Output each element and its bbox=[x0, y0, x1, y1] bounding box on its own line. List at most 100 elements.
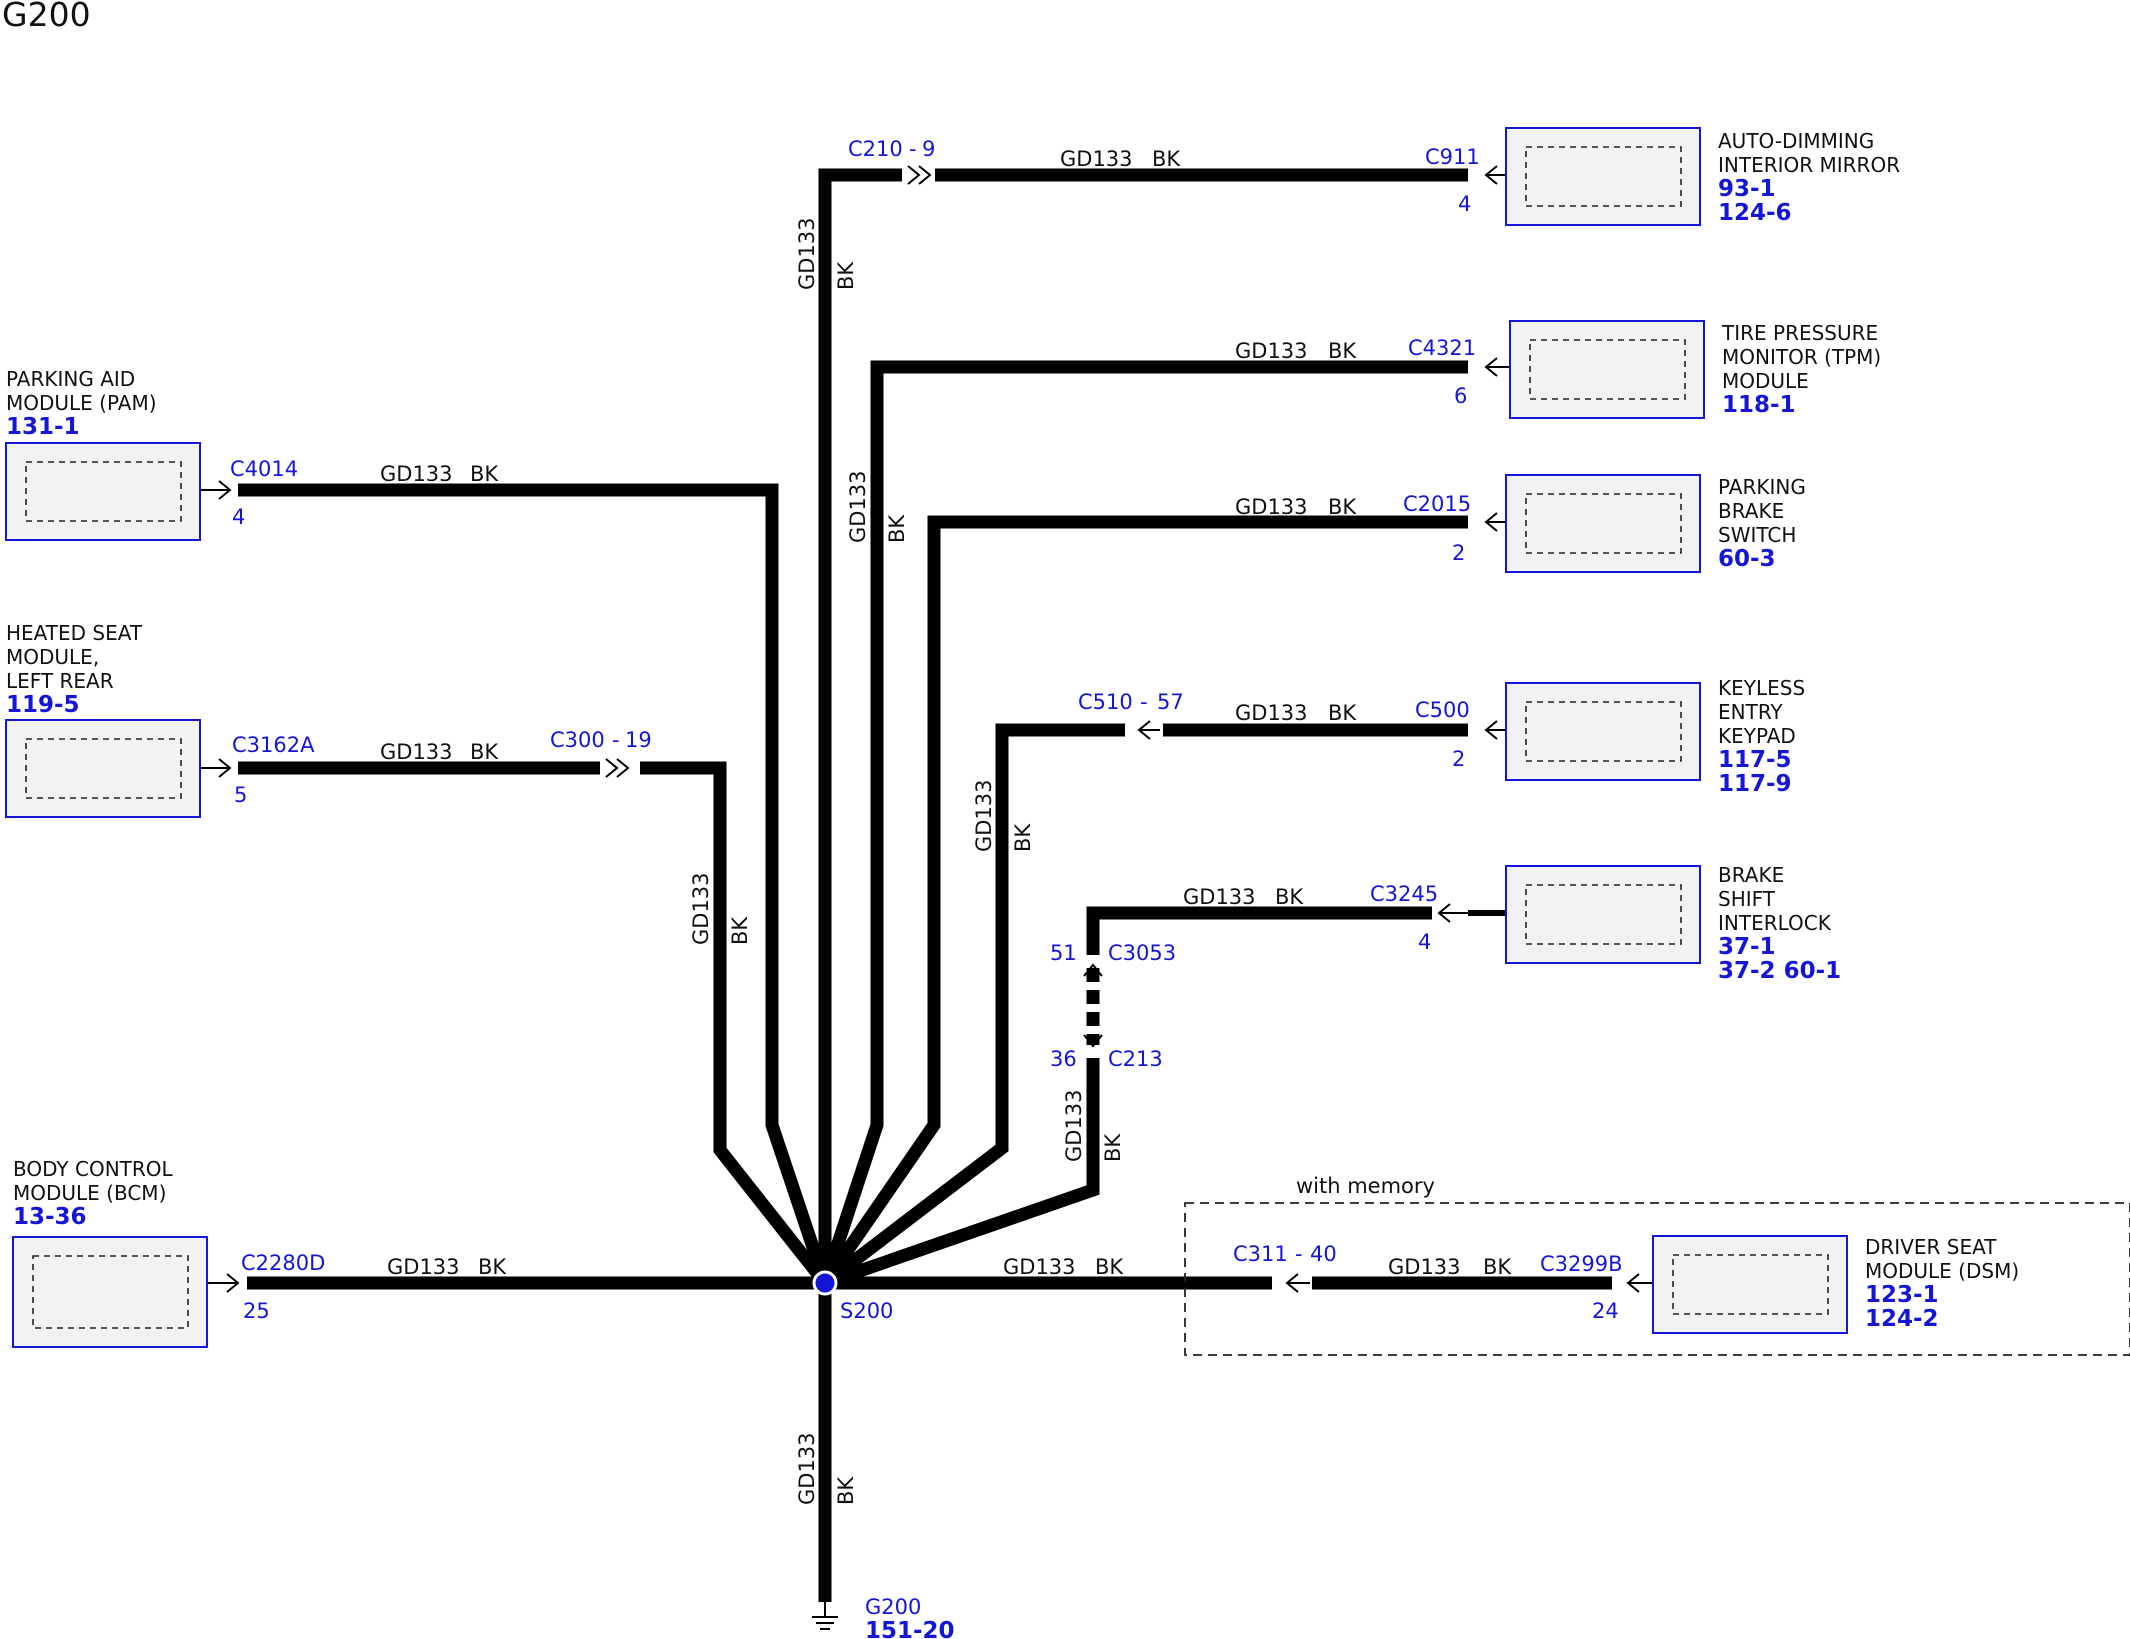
wire-keypad bbox=[821, 723, 1125, 1289]
brake-switch-connector[interactable]: C2015 bbox=[1403, 492, 1471, 516]
heated-seat-page-1[interactable]: 119-5 bbox=[6, 692, 80, 718]
wire-dsm-circuit: GD133 bbox=[1003, 1255, 1076, 1279]
wire-brake-switch-circuit: GD133 bbox=[1235, 495, 1308, 519]
connector-mirror-symbol bbox=[1484, 158, 1507, 192]
c300-pin: 19 bbox=[625, 728, 652, 752]
connector-tpm-symbol bbox=[1484, 357, 1510, 377]
tpm-page-1[interactable]: 118-1 bbox=[1722, 392, 1796, 418]
connector-c3053-symbol bbox=[1083, 963, 1103, 977]
wire-keypad-circuit: GD133 bbox=[1235, 701, 1308, 725]
splice-point bbox=[812, 1270, 838, 1296]
bcm-page-1[interactable]: 13-36 bbox=[13, 1204, 87, 1230]
bcm-pin: 25 bbox=[243, 1299, 270, 1323]
wire-keypad-vert-color: BK bbox=[1011, 823, 1035, 852]
pam-page-1[interactable]: 131-1 bbox=[6, 414, 80, 440]
component-boxes bbox=[5, 127, 1848, 1348]
wire-mirror-vert-circuit: GD133 bbox=[795, 217, 819, 290]
splice-label[interactable]: S200 bbox=[840, 1299, 893, 1323]
c213-connector[interactable]: C213 bbox=[1108, 1047, 1163, 1071]
c510-connector[interactable]: C510 bbox=[1078, 690, 1133, 714]
wire-tpm-vert-circuit: GD133 bbox=[846, 470, 870, 543]
connector-labels: C911 4 C4321 6 C2015 2 C500 2 C3245 4 C4… bbox=[230, 137, 1623, 1639]
dsm-page-1[interactable]: 123-1 bbox=[1865, 1282, 1939, 1308]
pam-name-1: PARKING AID bbox=[6, 367, 135, 391]
wire-tpm-vert-color: BK bbox=[885, 514, 909, 543]
wire-tpm bbox=[818, 360, 1468, 1286]
wire-interlock bbox=[822, 1058, 1100, 1290]
connector-c210-symbol bbox=[907, 165, 932, 185]
interlock-connector[interactable]: C3245 bbox=[1370, 882, 1438, 906]
bcm-module-box bbox=[12, 1236, 208, 1348]
mirror-page-1[interactable]: 93-1 bbox=[1718, 176, 1776, 202]
mirror-page-2[interactable]: 124-6 bbox=[1718, 200, 1792, 226]
tpm-connector[interactable]: C4321 bbox=[1408, 336, 1476, 360]
tpm-name-1: TIRE PRESSURE bbox=[1721, 321, 1878, 345]
bcm-name-2: MODULE (BCM) bbox=[13, 1181, 166, 1205]
mirror-connector[interactable]: C911 bbox=[1425, 145, 1480, 169]
mirror-name-2: INTERIOR MIRROR bbox=[1718, 153, 1900, 177]
wire-dsm-b-color: BK bbox=[1483, 1255, 1512, 1279]
wire-dsm-b-circuit: GD133 bbox=[1388, 1255, 1461, 1279]
brake-switch-name-2: BRAKE bbox=[1718, 499, 1784, 523]
tpm-name-2: MONITOR (TPM) bbox=[1722, 345, 1881, 369]
keypad-pin: 2 bbox=[1452, 747, 1465, 771]
wire-interlock-b bbox=[1086, 906, 1432, 955]
dsm-pin: 24 bbox=[1592, 1299, 1619, 1323]
wire-heated-seat-circuit: GD133 bbox=[380, 740, 453, 764]
interlock-box bbox=[1505, 865, 1701, 964]
dsm-connector[interactable]: C3299B bbox=[1540, 1252, 1623, 1276]
wire-mirror-circuit: GD133 bbox=[1060, 147, 1133, 171]
bcm-connector[interactable]: C2280D bbox=[241, 1251, 325, 1275]
brake-switch-page-1[interactable]: 60-3 bbox=[1718, 546, 1776, 572]
interlock-name-3: INTERLOCK bbox=[1718, 911, 1832, 935]
c300-connector[interactable]: C300 bbox=[550, 728, 605, 752]
c311-connector[interactable]: C311 bbox=[1233, 1242, 1288, 1266]
pam-name-2: MODULE (PAM) bbox=[6, 391, 157, 415]
wire-ground-vert-color: BK bbox=[834, 1476, 858, 1505]
wire-keypad-vert-circuit: GD133 bbox=[972, 779, 996, 852]
ground-page[interactable]: 151-20 bbox=[865, 1618, 955, 1639]
interlock-page-1[interactable]: 37-1 bbox=[1718, 934, 1776, 960]
connector-interlock-symbol bbox=[1437, 903, 1468, 923]
wire-pam-color: BK bbox=[470, 462, 499, 486]
wire-mirror bbox=[818, 168, 902, 1283]
tpm-module-box bbox=[1509, 320, 1705, 419]
interlock-page-2[interactable]: 37-2 60-1 bbox=[1718, 958, 1841, 984]
keypad-connector[interactable]: C500 bbox=[1415, 698, 1470, 722]
keypad-name-2: ENTRY bbox=[1718, 700, 1783, 724]
pam-connector[interactable]: C4014 bbox=[230, 457, 298, 481]
diagram-title: G200 bbox=[2, 0, 91, 34]
tpm-pin: 6 bbox=[1454, 384, 1467, 408]
ground-label[interactable]: G200 bbox=[865, 1595, 921, 1619]
bcm-name-1: BODY CONTROL bbox=[13, 1157, 174, 1181]
c3053-connector[interactable]: C3053 bbox=[1108, 941, 1176, 965]
mirror-pin: 4 bbox=[1458, 192, 1471, 216]
c510-pin: 57 bbox=[1157, 690, 1184, 714]
memory-zone-label: with memory bbox=[1296, 1174, 1435, 1198]
wires bbox=[238, 168, 1612, 1602]
c300-sep: - bbox=[612, 728, 620, 752]
c210-sep: - bbox=[909, 137, 917, 161]
memory-option-zone bbox=[1184, 1202, 2130, 1356]
dsm-name-2: MODULE (DSM) bbox=[1865, 1259, 2019, 1283]
wire-interlock-vert-color: BK bbox=[1101, 1133, 1125, 1162]
heated-seat-connector[interactable]: C3162A bbox=[232, 733, 315, 757]
ground-icon bbox=[812, 1602, 838, 1630]
brake-switch-name-3: SWITCH bbox=[1718, 523, 1796, 547]
brake-switch-box bbox=[1505, 474, 1701, 573]
c311-pin: 40 bbox=[1310, 1242, 1337, 1266]
wire-tpm-circuit: GD133 bbox=[1235, 339, 1308, 363]
c210-connector[interactable]: C210 bbox=[848, 137, 903, 161]
wire-mirror-color: BK bbox=[1152, 147, 1181, 171]
keypad-page-2[interactable]: 117-9 bbox=[1718, 771, 1792, 797]
pam-pin: 4 bbox=[232, 505, 245, 529]
connector-c213-symbol bbox=[1083, 1034, 1103, 1048]
heated-seat-pin: 5 bbox=[234, 783, 247, 807]
wire-labels: GD133 BK GD133 BK GD133 BK GD133 BK GD13… bbox=[380, 147, 1512, 1505]
keypad-name-1: KEYLESS bbox=[1718, 676, 1805, 700]
wire-bcm-color: BK bbox=[478, 1255, 507, 1279]
keypad-page-1[interactable]: 117-5 bbox=[1718, 747, 1792, 773]
c213-pin: 36 bbox=[1050, 1047, 1077, 1071]
dsm-page-2[interactable]: 124-2 bbox=[1865, 1306, 1939, 1332]
